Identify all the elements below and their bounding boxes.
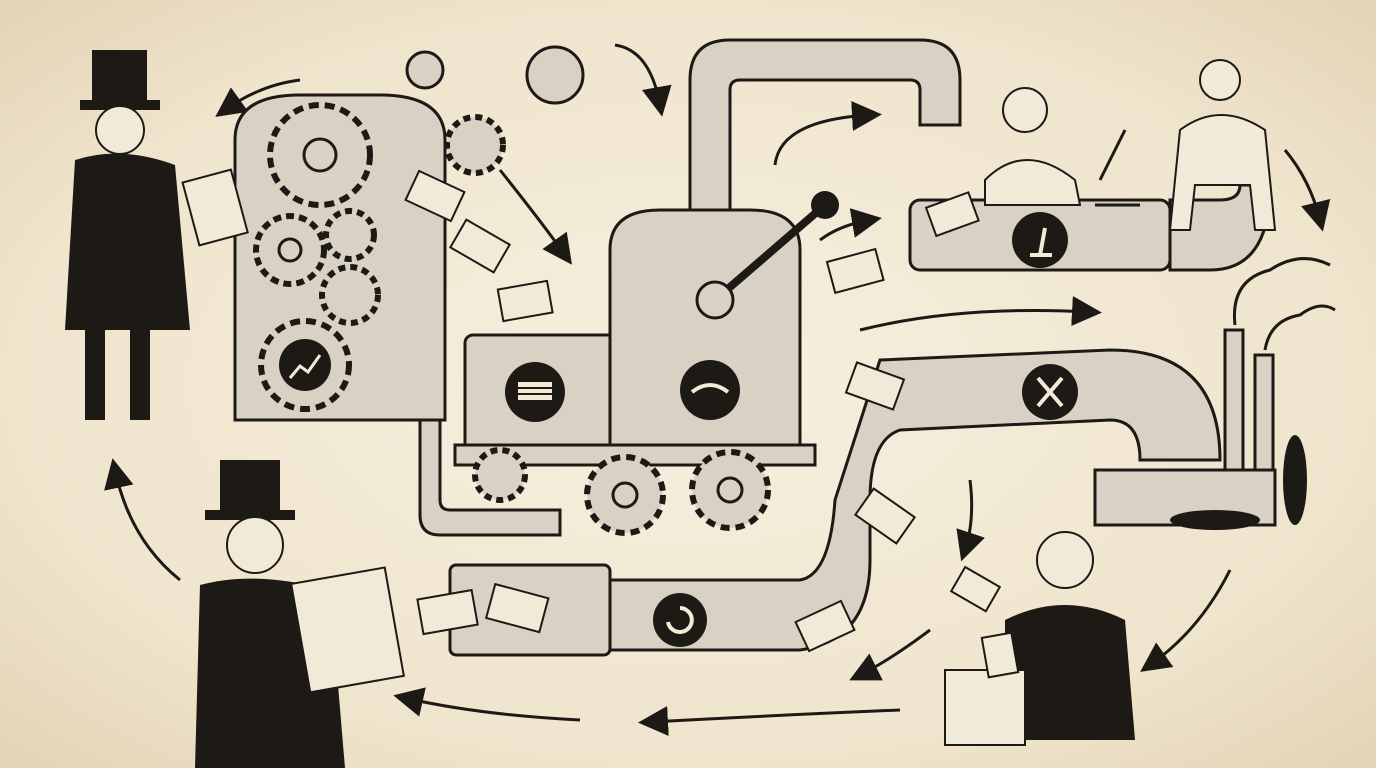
arrow-icon	[1140, 569, 1232, 672]
gear-icon	[689, 449, 771, 531]
gear-icon	[319, 264, 381, 326]
pulley-wheel	[405, 50, 445, 90]
top-hat-man-icon	[65, 50, 249, 420]
arrow-icon	[773, 101, 882, 166]
arrow-icon	[638, 706, 901, 737]
arrow-icon	[215, 78, 301, 117]
arrow-icon	[393, 687, 581, 722]
return-arrow-icon	[653, 593, 707, 647]
ballot-box-icon	[944, 669, 1026, 746]
politician-icon	[944, 531, 1135, 746]
bomb-icon	[1283, 435, 1307, 525]
flag-emblem-icon	[505, 362, 565, 422]
flow-arrows	[104, 43, 1331, 737]
gear-icon	[253, 213, 327, 287]
top-hat-man-icon	[195, 460, 405, 768]
weapons-factory	[1093, 257, 1336, 530]
gear-icon	[584, 454, 666, 536]
arrow-icon	[849, 628, 931, 681]
arrow-icon	[614, 43, 672, 117]
handshake-icon	[680, 360, 740, 420]
gear-icon	[444, 114, 506, 176]
arrow-icon	[498, 169, 572, 265]
chart-up-icon	[258, 318, 352, 412]
arrow-icon	[104, 458, 181, 582]
missile-icon	[1170, 510, 1260, 530]
gear-icon	[472, 447, 528, 503]
man-icon	[1168, 59, 1277, 231]
scientist-icon	[984, 87, 1140, 207]
arrow-icon	[1283, 149, 1331, 232]
banknotes	[404, 169, 1002, 653]
gear-icon	[267, 102, 373, 208]
gear-icon	[323, 208, 377, 262]
arrow-icon	[859, 296, 1102, 332]
arrow-icon	[819, 208, 882, 242]
pulley-wheel	[525, 45, 585, 105]
crossed-swords-icon	[1022, 364, 1078, 420]
emblems	[258, 212, 1078, 647]
gears	[253, 45, 771, 536]
arrow-icon	[956, 479, 985, 562]
microscope-icon	[1012, 212, 1068, 268]
